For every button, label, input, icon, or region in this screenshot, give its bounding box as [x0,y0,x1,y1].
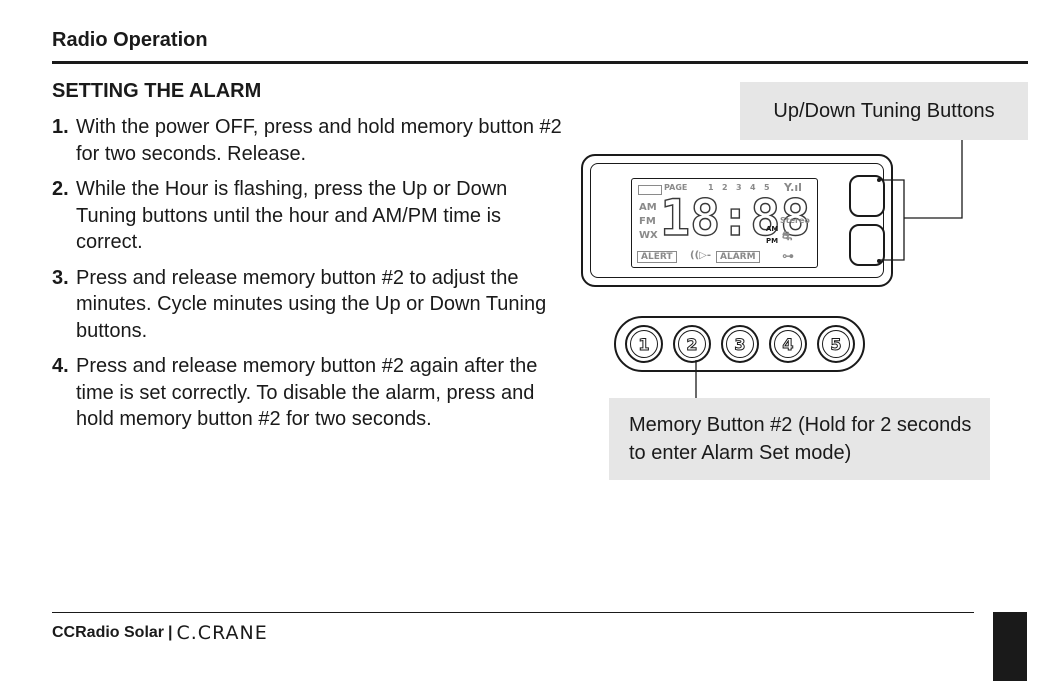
step-number: 3. [52,266,69,289]
step-number: 2. [52,178,69,200]
memory-button-callout: Memory Button #2 (Hold for 2 seconds to … [609,398,990,480]
step-2: 2. While the Hour is flashing, press the… [52,176,562,256]
tune-up-button[interactable] [849,175,885,217]
lcd-preset-4: 4 [750,183,756,192]
tuning-buttons-callout: Up/Down Tuning Buttons [740,82,1028,140]
memory-button-label: 1 [630,330,658,358]
display-bezel: PAGE AM FM WX 18:88 AM PM Stereo 1 2 3 4… [590,163,885,278]
page-tab [993,612,1027,681]
page-heading: SETTING THE ALARM [52,80,262,102]
top-rule [52,61,1028,64]
lcd-digits: 18:88 [659,189,811,247]
memory-button-label: 5 [822,330,850,358]
memory-button-1[interactable]: 1 [625,325,663,363]
instruction-steps: 1. With the power OFF, press and hold me… [52,114,562,442]
memory-button-2[interactable]: 2 [673,325,711,363]
memory-button-label: 3 [726,330,754,358]
step-text: Press and release memory button #2 again… [76,355,538,430]
alarm-sound-icon: ((▷- [690,250,711,261]
lcd-band-fm: FM [639,216,656,227]
brand-logo: C.CRANE [176,622,268,644]
memory-button-label: 2 [678,330,706,358]
lcd-band-wx: WX [639,230,658,241]
footer: CCRadio Solar | C.CRANE [52,622,268,644]
lcd-preset-3: 3 [736,183,742,192]
step-number: 1. [52,116,69,138]
lcd-stereo: Stereo [780,216,810,225]
section-title: Radio Operation [52,29,208,51]
lcd-preset-2: 2 [722,183,728,192]
memory-button-label: 4 [774,330,802,358]
lcd-preset-1: 1 [708,183,714,192]
battery-icon [638,185,662,195]
signal-icon: Y.ıl [784,181,802,194]
step-4: 4. Press and release memory button #2 ag… [52,353,562,433]
tune-up-indicator-dot [877,178,881,182]
memory-button-bar: 1 2 3 4 5 [614,316,865,372]
lcd-am: AM [766,225,779,233]
step-text: Press and release memory button #2 to ad… [76,266,547,342]
lcd-alarm-badge: ALARM [716,251,760,263]
memory-button-5[interactable]: 5 [817,325,855,363]
tuning-leader-connector [904,140,963,219]
lcd-alert-badge: ALERT [637,251,677,263]
sleep-icon: ⛐ [782,229,793,243]
memory-button-3[interactable]: 3 [721,325,759,363]
step-1: 1. With the power OFF, press and hold me… [52,114,562,167]
memory-button-4[interactable]: 4 [769,325,807,363]
lcd-screen: PAGE AM FM WX 18:88 AM PM Stereo 1 2 3 4… [631,178,818,268]
key-lock-icon: ⊶ [782,249,794,263]
radio-display: PAGE AM FM WX 18:88 AM PM Stereo 1 2 3 4… [581,154,893,287]
step-text: While the Hour is flashing, press the Up… [76,178,508,253]
tune-down-indicator-dot [877,259,881,263]
footer-product: CCRadio Solar [52,624,165,641]
lcd-preset-5: 5 [764,183,770,192]
step-number: 4. [52,355,69,377]
footer-rule [52,612,974,613]
lcd-page-label: PAGE [664,183,688,192]
footer-separator: | [168,624,173,641]
lcd-band-am: AM [639,202,657,213]
lcd-pm: PM [766,237,779,245]
step-text: With the power OFF, press and hold memor… [76,116,562,165]
step-3: 3. Press and release memory button #2 to… [52,265,562,345]
